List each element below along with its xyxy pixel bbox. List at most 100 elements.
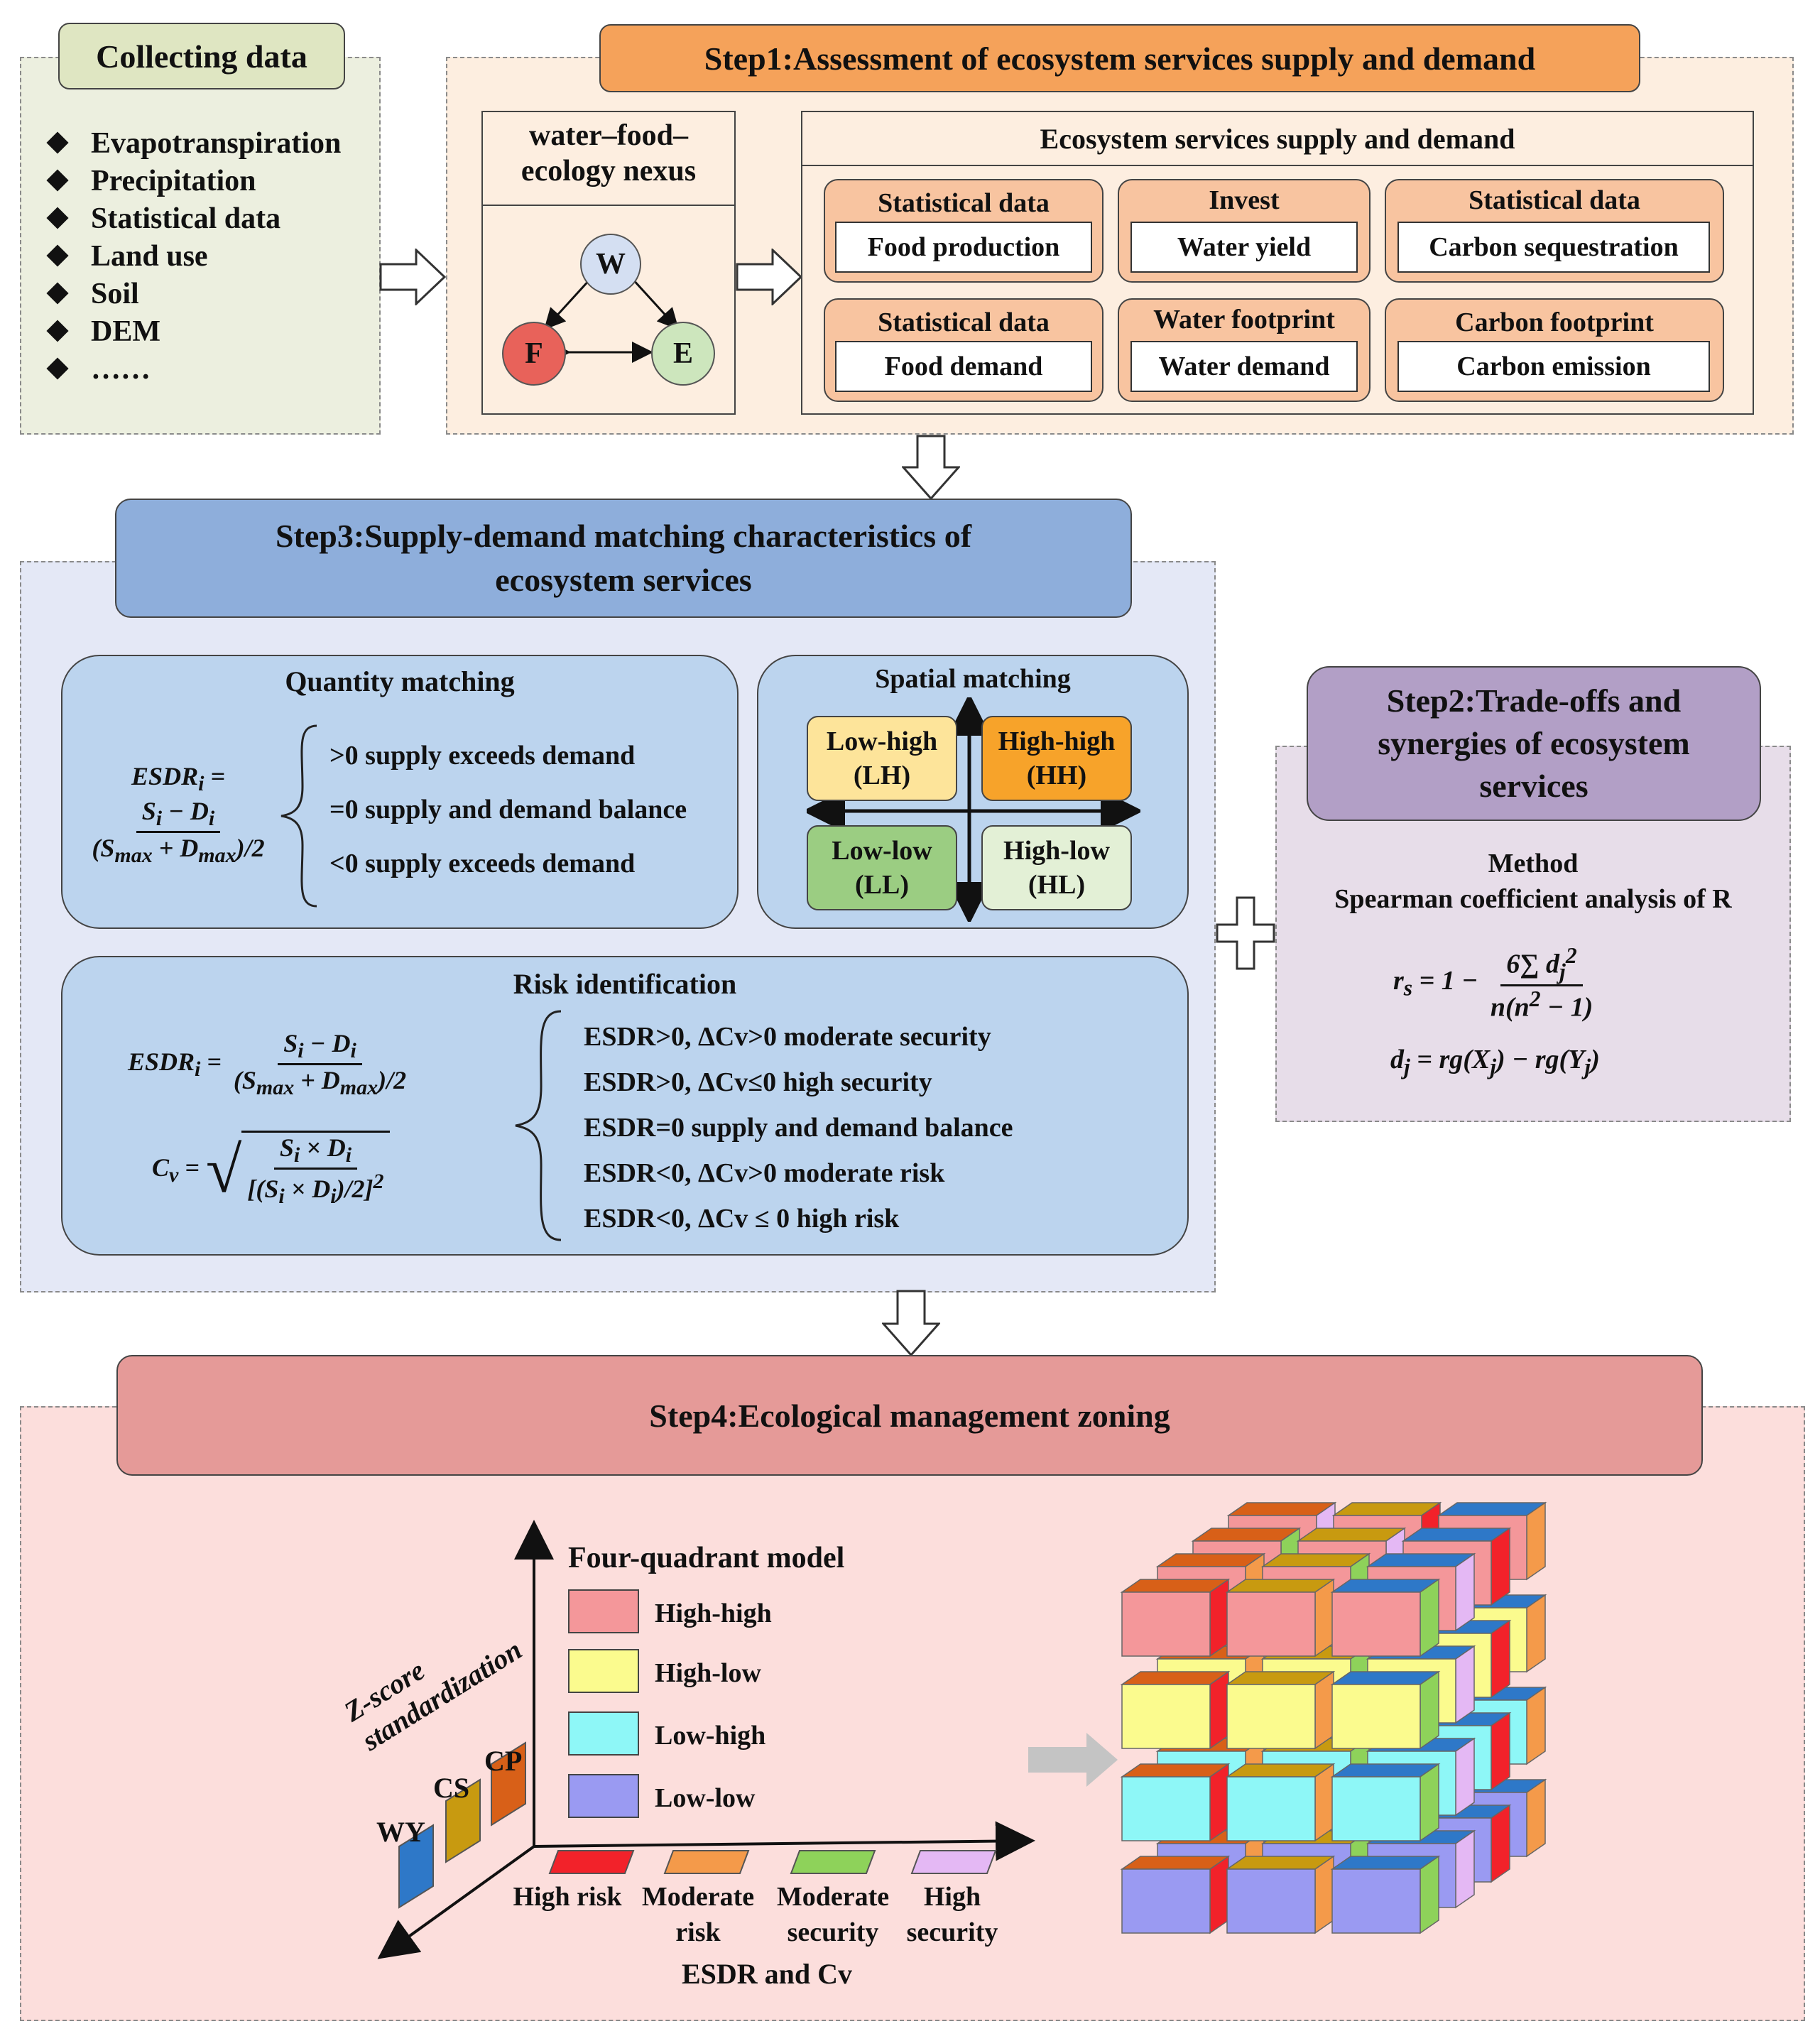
method-label: Method: [1488, 849, 1579, 878]
nexus-node-f: F: [525, 337, 543, 370]
collecting-title: Collecting data: [58, 23, 345, 89]
legend-label: High-low: [655, 1658, 761, 1688]
risk-esdr-formula: ESDRi = Si − Di (Smax + Dmax)/2: [128, 1029, 407, 1100]
cube: [1225, 1578, 1336, 1658]
zoning-axes: [377, 1520, 1035, 1959]
cube: [1120, 1578, 1231, 1658]
cube: [1330, 1578, 1441, 1658]
nexus-node-w: W: [596, 248, 626, 281]
es-cell-water-demand: Water footprint Water demand: [1118, 298, 1371, 402]
step1-title: Step1:Assessment of ecosystem services s…: [599, 24, 1640, 92]
quantity-rule: <0 supply exceeds demand: [329, 849, 636, 878]
esdr-formula: ESDRi = Si − Di (Smax + Dmax)/2: [92, 762, 265, 868]
cell-header: Statistical data: [878, 188, 1050, 218]
cube: [1225, 1855, 1336, 1934]
cube: [1330, 1855, 1441, 1934]
divider: [801, 165, 1754, 166]
list-item: Evapotranspiration: [46, 126, 341, 160]
bullet-icon: [46, 282, 69, 305]
nexus-node-e: E: [672, 337, 693, 370]
cell-value: Carbon sequestration: [1397, 222, 1710, 273]
quantity-rule: >0 supply exceeds demand: [329, 741, 636, 771]
right-arrow-icon: [379, 249, 447, 305]
cube: [1225, 1763, 1336, 1842]
list-item: DEM: [46, 315, 160, 349]
right-arrow-icon: [736, 249, 803, 305]
brace-icon: [280, 724, 317, 908]
quadrant-lh: Low-high(LH): [807, 716, 957, 801]
brace-icon: [515, 1010, 562, 1241]
plus-icon: [1216, 896, 1275, 970]
cell-value: Carbon emission: [1397, 341, 1710, 392]
legend-swatch-low-low: [568, 1774, 639, 1818]
quadrant-hl: High-low(HL): [981, 825, 1132, 910]
cell-value: Food demand: [835, 341, 1092, 392]
quantity-matching-panel: [61, 655, 739, 929]
bullet-icon: [46, 244, 69, 267]
spatial-matching-title: Spatial matching: [875, 664, 1071, 694]
es-title: Ecosystem services supply and demand: [1040, 122, 1515, 155]
step4-title: Step4:Ecological management zoning: [116, 1355, 1703, 1476]
es-cell-water-yield: Invest Water yield: [1118, 179, 1371, 283]
risk-identification-panel: [61, 956, 1189, 1256]
list-item: Statistical data: [46, 202, 280, 236]
rank-difference-formula: dj = rg(Xj) − rg(Yj): [1390, 1045, 1600, 1079]
list-item: Precipitation: [46, 164, 256, 198]
legend-swatch-low-high: [568, 1711, 639, 1756]
step3-title: Step3:Supply-demand matching characteris…: [115, 499, 1132, 618]
right-arrow-icon: [1028, 1733, 1118, 1787]
risk-rule: ESDR<0, ΔCv ≤ 0 high risk: [584, 1204, 900, 1234]
cell-value: Water demand: [1130, 341, 1358, 392]
cube: [1120, 1763, 1231, 1842]
es-cell-carbon-emission: Carbon footprint Carbon emission: [1385, 298, 1724, 402]
es-cell-carbon-sequestration: Statistical data Carbon sequestration: [1385, 179, 1724, 283]
cell-header: Water footprint: [1153, 305, 1335, 334]
quantity-rule: =0 supply and demand balance: [329, 795, 687, 824]
quantity-matching-title: Quantity matching: [285, 665, 515, 697]
service-label-wy: WY: [376, 1816, 425, 1848]
quadrant-axes: [807, 697, 1140, 922]
es-cell-food-demand: Statistical data Food demand: [824, 298, 1104, 402]
list-item: Land use: [46, 239, 208, 273]
bullet-icon: [46, 131, 69, 154]
legend-swatch-high-low: [568, 1649, 639, 1693]
cell-header: Statistical data: [878, 307, 1050, 337]
level-blocks: [548, 1850, 997, 1874]
step2-title: Step2:Trade-offs and synergies of ecosys…: [1307, 666, 1761, 821]
cube: [1120, 1855, 1231, 1934]
quadrant-hh: High-high(HH): [981, 716, 1132, 801]
legend-label: Low-high: [655, 1721, 766, 1751]
legend-label: Low-low: [655, 1783, 756, 1813]
es-cell-food-production: Statistical data Food production: [824, 179, 1104, 283]
cell-header: Invest: [1209, 185, 1280, 215]
down-arrow-icon: [902, 435, 960, 500]
list-item: Soil: [46, 277, 139, 311]
x-axis-label: ESDR and Cv: [681, 1958, 853, 1990]
legend-swatch-high-high: [568, 1589, 639, 1633]
service-label-cs: CS: [433, 1772, 470, 1804]
list-item: ……: [46, 352, 151, 386]
four-quadrant-title: Four-quadrant model: [568, 1542, 845, 1574]
cube: [1330, 1763, 1441, 1842]
risk-rule: ESDR<0, ΔCv>0 moderate risk: [584, 1158, 945, 1188]
risk-rule: ESDR>0, ΔCv≤0 high security: [584, 1067, 932, 1097]
risk-rule: ESDR=0 supply and demand balance: [584, 1113, 1013, 1143]
bullet-icon: [46, 357, 69, 380]
spearman-formula: rs = 1 − 6∑ dj2 n(n2 − 1): [1393, 943, 1593, 1023]
cell-value: Water yield: [1130, 222, 1358, 273]
legend-label: High-high: [655, 1599, 772, 1628]
risk-rule: ESDR>0, ΔCv>0 moderate security: [584, 1022, 991, 1052]
level-label: High risk: [513, 1882, 622, 1912]
quadrant-ll: Low-low(LL): [807, 825, 957, 910]
cell-value: Food production: [835, 222, 1092, 273]
divider: [481, 205, 736, 206]
down-arrow-icon: [882, 1290, 940, 1356]
cube-grid: [1120, 1501, 1547, 1934]
cv-formula: Cv = √ Si × Di [(Si × Di)/2]2: [152, 1131, 390, 1209]
cell-header: Statistical data: [1468, 185, 1640, 215]
bullet-icon: [46, 169, 69, 192]
cube: [1330, 1670, 1441, 1750]
method-description: Spearman coefficient analysis of R: [1334, 884, 1732, 914]
